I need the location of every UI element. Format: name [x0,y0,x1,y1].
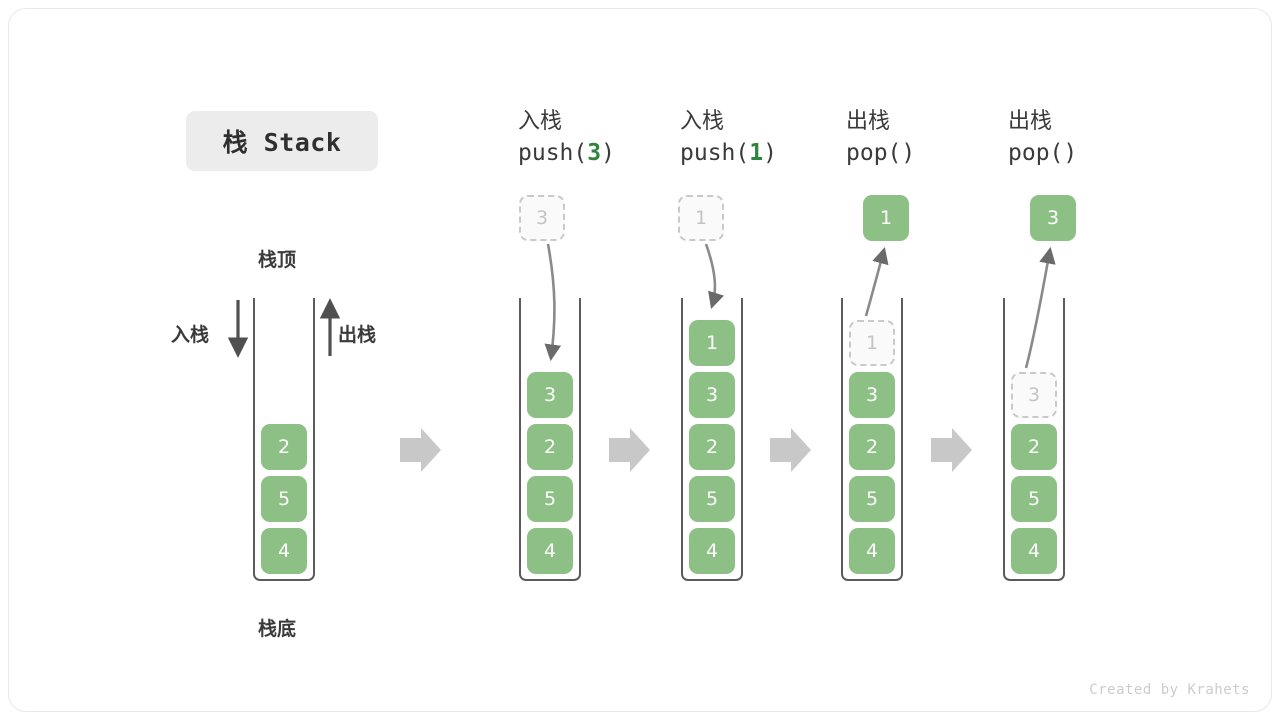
stack-container-initial [253,298,315,581]
stack-cell: 2 [689,424,735,470]
code-prefix: pop( [846,140,902,166]
stack-cell: 5 [1011,476,1057,522]
column-header-code: pop() [1008,137,1178,169]
stack-cell: 2 [527,424,573,470]
credit-text: Created by Krahets [1089,682,1250,698]
code-argument: 3 [587,140,602,166]
code-suffix: ) [901,140,916,166]
stack-container-pop-3 [1003,298,1065,581]
stack-cell: 3 [849,372,895,418]
code-prefix: push( [518,140,588,166]
stack-cell: 3 [689,372,735,418]
stack-cell: 2 [849,424,895,470]
title-badge: 栈 Stack [186,111,378,171]
push-direction-label: 入栈 [171,324,210,346]
column-header-code: push(1) [680,137,850,169]
stack-cell: 4 [849,528,895,574]
stack-container-push-1 [681,298,743,581]
column-header-title: 入栈 [680,109,725,134]
stack-container-pop-1 [841,298,903,581]
column-header-title: 入栈 [518,109,563,134]
title-badge-label: 栈 Stack [222,128,342,157]
stack-container-push-3 [519,298,581,581]
stack-cell: 5 [849,476,895,522]
stack-cell: 3 [527,372,573,418]
column-header-push-3: 入栈 push(3) [518,107,688,169]
stack-top-label: 栈顶 [258,249,297,271]
column-header-code: pop() [846,137,1016,169]
stack-cell: 4 [261,528,307,574]
stack-cell: 5 [527,476,573,522]
popped-value-cell-1: 1 [863,195,909,241]
column-header-title: 出栈 [1008,109,1053,134]
stack-cell: 2 [1011,424,1057,470]
column-header-push-1: 入栈 push(1) [680,107,850,169]
ghost-cell-pop-1: 1 [849,320,895,366]
stack-cell: 4 [1011,528,1057,574]
code-prefix: pop( [1008,140,1064,166]
code-argument: 1 [749,140,764,166]
code-prefix: push( [680,140,750,166]
stack-bottom-label: 栈底 [258,618,297,640]
ghost-cell-push-1: 1 [678,195,724,241]
column-header-pop-3: 出栈 pop() [1008,107,1178,169]
pop-direction-label: 出栈 [338,324,377,346]
stack-cell: 5 [261,476,307,522]
stack-cell: 4 [527,528,573,574]
column-header-pop-1: 出栈 pop() [846,107,1016,169]
stack-cell: 1 [689,320,735,366]
column-header-code: push(3) [518,137,688,169]
column-header-title: 出栈 [846,109,891,134]
stack-cell: 4 [689,528,735,574]
ghost-cell-push-3: 3 [519,195,565,241]
ghost-cell-pop-3: 3 [1011,372,1057,418]
popped-value-cell-3: 3 [1030,195,1076,241]
stack-cell: 2 [261,424,307,470]
code-suffix: ) [1063,140,1078,166]
stack-cell: 5 [689,476,735,522]
code-suffix: ) [763,140,777,166]
code-suffix: ) [601,140,615,166]
